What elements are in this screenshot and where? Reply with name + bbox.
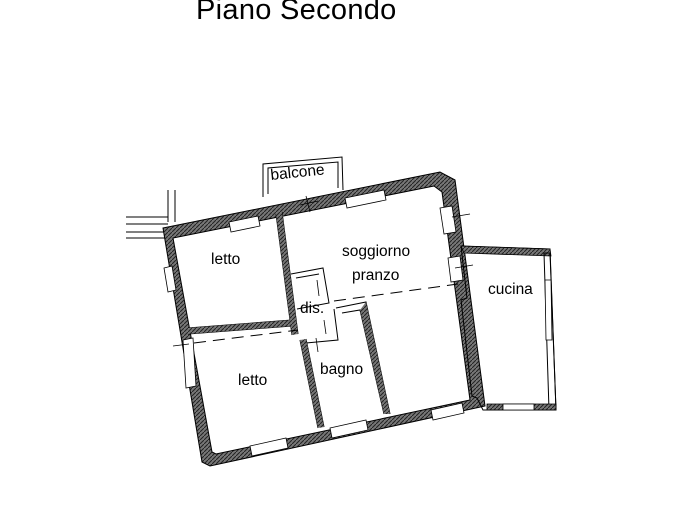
kitchen-walls [460,245,557,411]
label-dis: dis. [300,300,324,317]
label-cucina: cucina [488,281,533,298]
label-balcone: balcone [270,161,326,184]
label-soggiorno: soggiorno [342,243,410,260]
windows [163,189,465,457]
balcony-outline [262,156,344,197]
label-letto-bottom: letto [238,372,267,389]
label-bagno: bagno [320,361,363,378]
door-marks [172,195,474,353]
exterior-walls [162,171,486,467]
plan-title: Piano Secondo [196,0,397,26]
interior-wall-fill [188,212,390,428]
overhead-dashed-lines [193,283,459,344]
adjacent-building-lines [126,190,176,239]
label-pranzo: pranzo [352,267,399,284]
label-letto-top: letto [211,251,240,268]
